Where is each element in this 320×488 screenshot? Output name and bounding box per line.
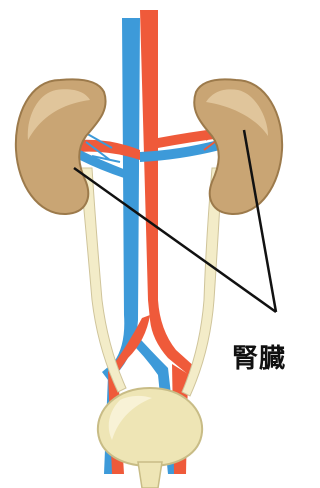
- kidney-label: 腎臓: [232, 338, 286, 375]
